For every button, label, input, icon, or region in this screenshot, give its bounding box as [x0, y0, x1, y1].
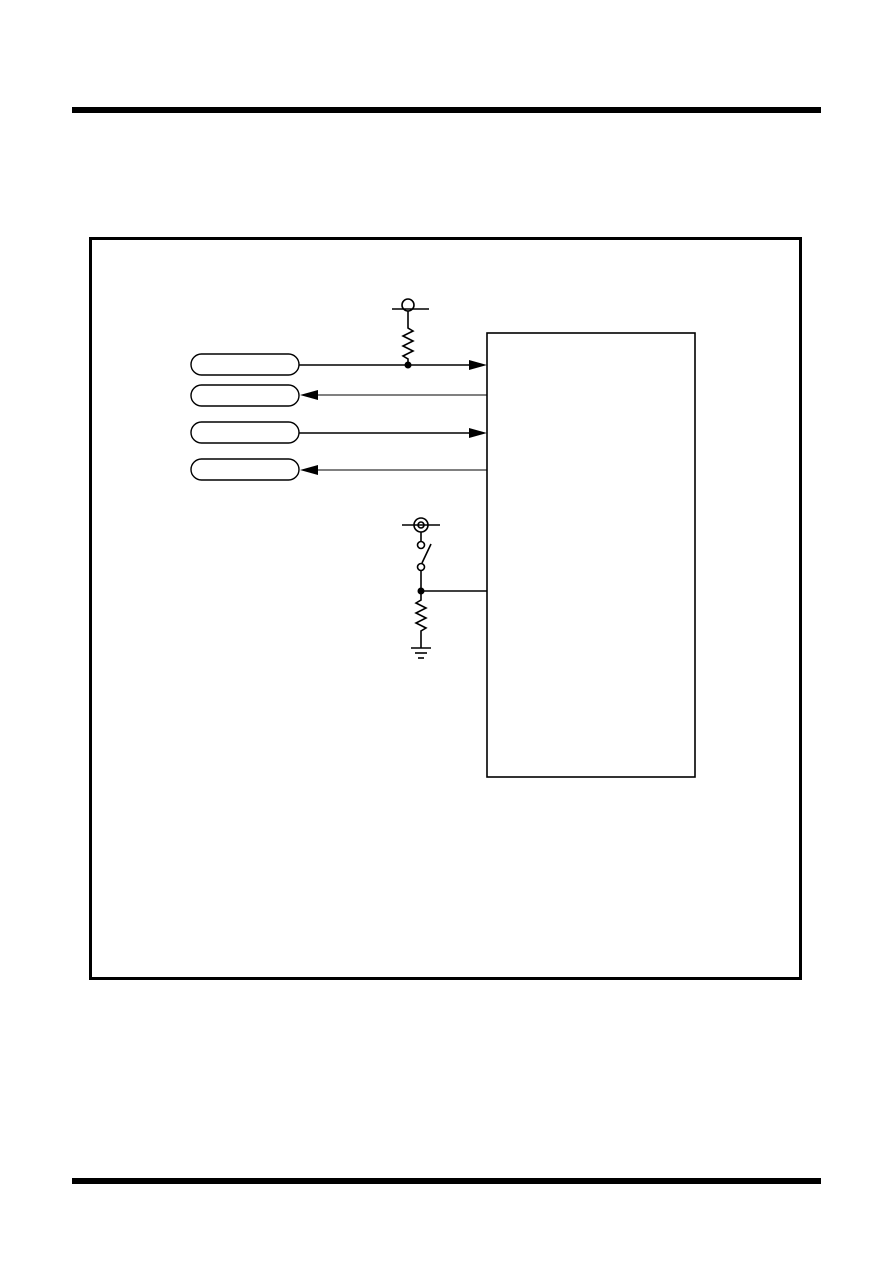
pulldown-resistor-icon [414, 591, 428, 643]
ic-block [486, 332, 696, 778]
arrow-input-1 [469, 360, 487, 370]
figure-frame [89, 237, 802, 980]
footer-rule [72, 1178, 821, 1184]
arrow-output-1 [300, 390, 318, 400]
ground-icon [411, 643, 431, 659]
signal-pill-input-1 [190, 353, 300, 376]
signal-pill-output-1 [190, 384, 300, 407]
arrow-input-2 [469, 428, 487, 438]
spst-switch-icon [416, 540, 432, 591]
header-rule [72, 107, 821, 113]
signal-pill-output-2 [190, 458, 300, 481]
supply-terminal-icon [392, 298, 429, 319]
schematic-diagram [190, 298, 696, 778]
signal-pill-input-2 [190, 421, 300, 444]
pullup-resistor-icon [401, 319, 415, 365]
switch-supply-terminal-icon [402, 517, 440, 541]
arrow-output-2 [300, 465, 318, 475]
